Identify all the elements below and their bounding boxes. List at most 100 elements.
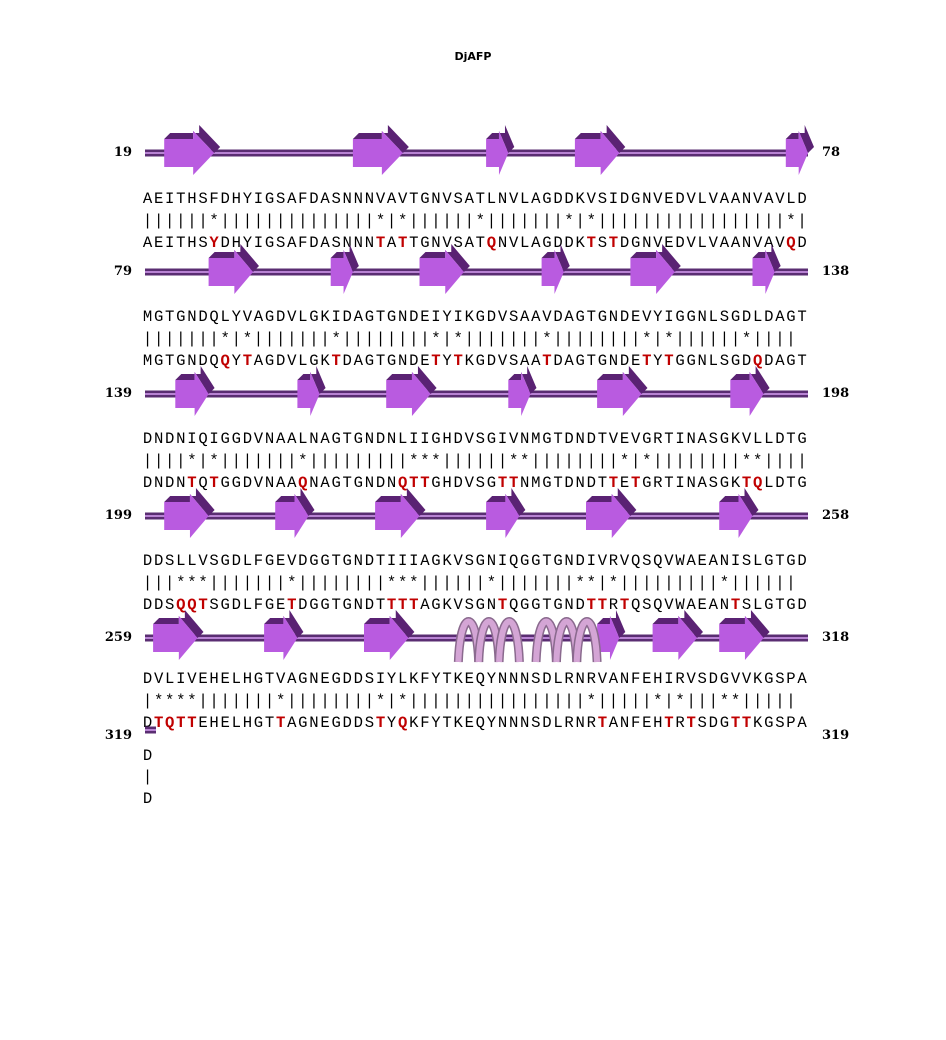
- residue: T: [797, 308, 807, 326]
- residue: |: [475, 692, 486, 710]
- residue: *: [486, 574, 497, 592]
- residue: N: [520, 474, 530, 492]
- residue: T: [264, 714, 275, 732]
- residue: V: [619, 552, 630, 570]
- residue: G: [553, 596, 563, 614]
- residue: D: [797, 596, 807, 614]
- residue: D: [220, 234, 230, 252]
- mutated-residue: T: [664, 352, 674, 370]
- residue: *: [730, 692, 741, 710]
- residue: |: [764, 692, 774, 710]
- residue: G: [331, 714, 341, 732]
- residue: |: [242, 574, 253, 592]
- residue: E: [275, 552, 286, 570]
- residue: V: [753, 190, 763, 208]
- residue: |: [520, 330, 530, 348]
- residue: K: [753, 670, 763, 688]
- mutated-residue: T: [597, 596, 608, 614]
- beta-strand-arrow: [419, 244, 470, 294]
- residue: *: [409, 452, 419, 470]
- residue: Y: [242, 190, 253, 208]
- residue: I: [675, 430, 685, 448]
- secondary-structure-track: [145, 244, 808, 294]
- residue: *: [675, 692, 685, 710]
- residue: D: [364, 596, 375, 614]
- residue: V: [597, 552, 608, 570]
- residue: |: [298, 330, 308, 348]
- residue: N: [398, 352, 408, 370]
- residue: G: [520, 552, 530, 570]
- residue: A: [275, 430, 286, 448]
- residue: |: [342, 212, 352, 230]
- residue: |: [719, 330, 730, 348]
- residue: S: [364, 714, 375, 732]
- residue: |: [697, 212, 707, 230]
- residue: *: [386, 574, 397, 592]
- beta-strand-arrow: [785, 125, 814, 175]
- mutated-residue: Q: [298, 474, 308, 492]
- residue: |: [764, 330, 774, 348]
- residue: A: [253, 308, 264, 326]
- residue: N: [719, 552, 730, 570]
- residue: N: [386, 474, 397, 492]
- residue: |: [719, 212, 730, 230]
- residue: G: [353, 474, 363, 492]
- residue: S: [198, 190, 208, 208]
- residue: T: [597, 430, 608, 448]
- residue: *: [753, 452, 763, 470]
- conservation-line: |: [142, 766, 822, 788]
- residue: G: [264, 352, 275, 370]
- residue: Q: [198, 430, 208, 448]
- residue: L: [697, 190, 707, 208]
- residue: E: [220, 670, 230, 688]
- residue: T: [442, 670, 452, 688]
- residue: |: [531, 452, 541, 470]
- residue: |: [630, 212, 641, 230]
- residue: T: [597, 474, 608, 492]
- residue: D: [797, 234, 807, 252]
- residue: D: [142, 596, 153, 614]
- residue: G: [531, 552, 541, 570]
- start-residue-number: 259: [104, 630, 132, 645]
- residue: |: [242, 212, 253, 230]
- residue: T: [331, 596, 341, 614]
- residue: T: [664, 474, 674, 492]
- residue: T: [375, 352, 386, 370]
- residue: |: [597, 452, 608, 470]
- backbone-highlight: [145, 393, 808, 395]
- residue: |: [187, 212, 197, 230]
- residue: K: [753, 714, 763, 732]
- residue: H: [231, 190, 241, 208]
- residue: L: [298, 430, 308, 448]
- residue: N: [697, 352, 707, 370]
- residue: A: [287, 670, 297, 688]
- residue: G: [630, 190, 641, 208]
- residue: H: [242, 714, 253, 732]
- residue: |: [486, 212, 497, 230]
- residue: S: [508, 352, 519, 370]
- residue: Q: [630, 552, 641, 570]
- residue: V: [730, 670, 741, 688]
- residue: |: [542, 692, 552, 710]
- residue: G: [764, 670, 774, 688]
- residue: E: [464, 670, 474, 688]
- mutated-residue: T: [542, 352, 552, 370]
- residue: S: [453, 234, 463, 252]
- residue: *: [719, 692, 730, 710]
- residue: V: [287, 308, 297, 326]
- residue: |: [508, 574, 519, 592]
- residue: |: [486, 452, 497, 470]
- residue: *: [664, 330, 674, 348]
- residue: G: [719, 474, 730, 492]
- mutated-residue: T: [198, 596, 208, 614]
- residue: S: [198, 234, 208, 252]
- residue: T: [586, 308, 596, 326]
- residue: V: [508, 234, 519, 252]
- residue: F: [253, 552, 264, 570]
- residue: D: [142, 552, 153, 570]
- residue: S: [331, 234, 341, 252]
